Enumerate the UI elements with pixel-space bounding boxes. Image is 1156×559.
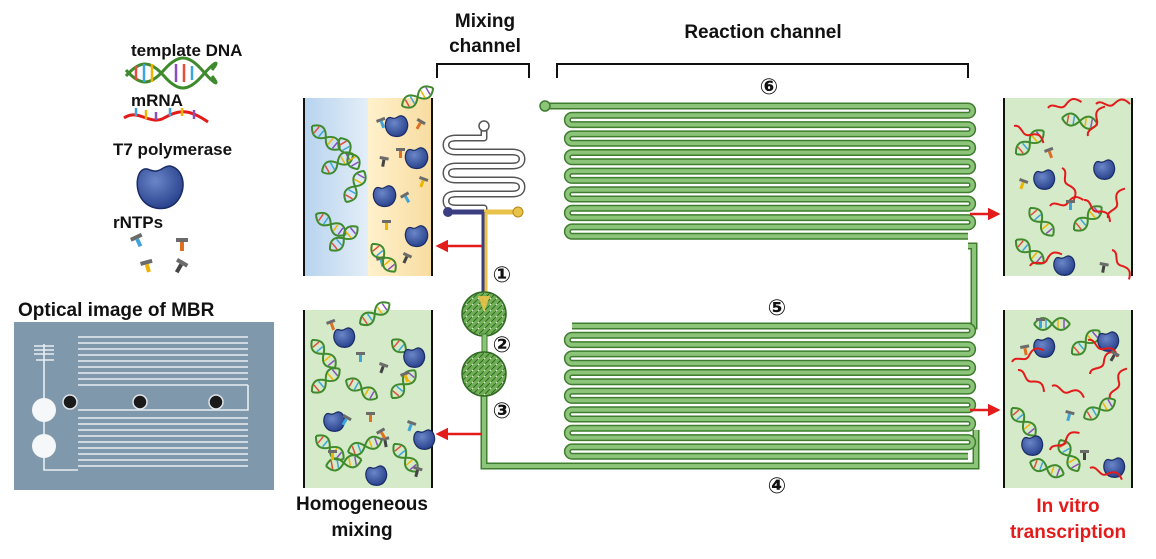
rntps-icon bbox=[130, 232, 189, 274]
inlet-channels bbox=[443, 206, 524, 296]
homogeneous-mixing-panel bbox=[303, 301, 436, 488]
optical-image-photo bbox=[14, 322, 274, 490]
mixing-chamber-2 bbox=[461, 351, 507, 397]
legend-rntps-label: rNTPs bbox=[113, 213, 163, 232]
ivt-label-line2: transcription bbox=[1010, 522, 1126, 543]
serpentine-micromixer bbox=[442, 120, 526, 212]
mixing-channel-bracket bbox=[436, 63, 530, 78]
homogeneous-mixing-label-line2: mixing bbox=[331, 520, 392, 541]
unmixed-solution-panel bbox=[303, 85, 435, 276]
marker-5: ⑤ bbox=[768, 296, 787, 321]
reaction-serpentine-lower bbox=[563, 322, 977, 460]
legend-t7-polymerase-label: T7 polymerase bbox=[113, 140, 232, 159]
reaction-channel-outlet bbox=[539, 100, 551, 112]
dna-helix-icon bbox=[124, 56, 218, 90]
ivt-label-line1: In vitro bbox=[1036, 496, 1099, 517]
mrna-strand-icon bbox=[123, 108, 209, 124]
marker-4: ④ bbox=[768, 474, 787, 499]
marker-1: ① bbox=[493, 263, 512, 288]
reaction-channel-bracket bbox=[556, 63, 969, 78]
legend-mrna-label: mRNA bbox=[131, 91, 183, 110]
mixing-channel-label-line1: Mixing bbox=[455, 11, 515, 32]
t7-polymerase-icon bbox=[136, 165, 184, 210]
ivt-panel-lower bbox=[1003, 310, 1133, 488]
ivt-panel-upper bbox=[1003, 98, 1133, 280]
reaction-channel-label: Reaction channel bbox=[684, 22, 841, 43]
homogeneous-mixing-label-line1: Homogeneous bbox=[296, 494, 428, 515]
marker-3: ③ bbox=[493, 399, 512, 424]
optical-image-title: Optical image of MBR bbox=[18, 300, 215, 321]
reaction-serpentine-upper bbox=[545, 102, 977, 240]
mixing-channel-label-line2: channel bbox=[449, 36, 521, 57]
legend-template-dna-label: template DNA bbox=[131, 41, 242, 60]
marker-2: ② bbox=[493, 333, 512, 358]
marker-6: ⑥ bbox=[760, 75, 779, 100]
